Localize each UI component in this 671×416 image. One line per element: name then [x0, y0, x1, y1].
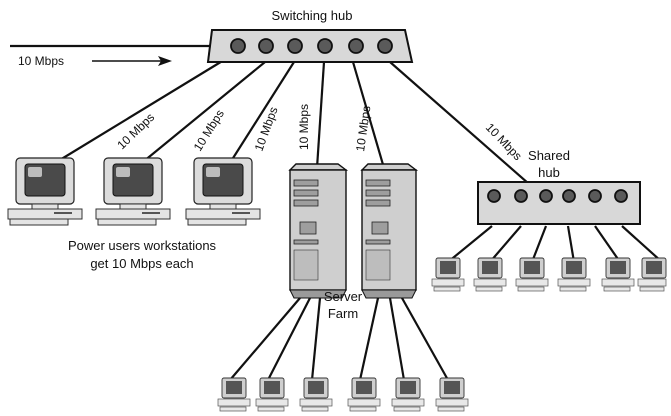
client-pc-icon [515, 257, 549, 292]
server-farm-label: Server [324, 289, 363, 304]
server-farm-label: Farm [328, 306, 358, 321]
switch-connections [49, 59, 546, 199]
server-icon [360, 163, 419, 299]
arrow-right-icon [158, 56, 172, 66]
client-pc-icon [601, 257, 635, 292]
hub-port [588, 189, 602, 203]
server-client-connections [229, 297, 449, 381]
client-pc-icon [299, 377, 333, 412]
client-pc-icon [435, 377, 469, 412]
workstation-icon [185, 157, 261, 226]
server-icon [288, 163, 349, 299]
link-speed-label: 10 Mbps [114, 110, 157, 152]
client-pc-icon [391, 377, 425, 412]
link-speed-label: 10 Mbps [483, 120, 525, 163]
shared-hub [477, 181, 641, 225]
link-speed-label: 10 Mbps [252, 105, 281, 153]
link-speed-label: 10 Mbps [191, 107, 227, 153]
shared-hub-label: Shared [528, 148, 570, 163]
hub-port [487, 189, 501, 203]
switch-port [230, 38, 246, 54]
switching-hub [206, 29, 414, 63]
switch-port [377, 38, 393, 54]
hub-port [514, 189, 528, 203]
hub-port [562, 189, 576, 203]
client-pc-icon [347, 377, 381, 412]
client-pc-icon [217, 377, 251, 412]
switching-hub-title: Switching hub [272, 8, 353, 23]
client-pc-icon [473, 257, 507, 292]
shared-hub-label: hub [538, 165, 560, 180]
client-pc-icon [431, 257, 465, 292]
power-users-caption: Power users workstations [68, 238, 217, 253]
hub-port [614, 189, 628, 203]
client-pc-icon [557, 257, 591, 292]
switch-port [317, 38, 333, 54]
workstation-icon [7, 157, 83, 226]
uplink-speed-label: 10 Mbps [18, 54, 64, 68]
uplink: 10 Mbps [10, 44, 212, 68]
hub-port [539, 189, 553, 203]
shared-hub-connections [447, 225, 663, 263]
power-users-caption: get 10 Mbps each [90, 256, 193, 271]
link-speed-label: 10 Mbps [297, 104, 311, 150]
switch-port [287, 38, 303, 54]
workstation-icon [95, 157, 171, 226]
switch-port [258, 38, 274, 54]
client-pc-icon [637, 257, 667, 292]
client-pc-icon [255, 377, 289, 412]
switch-port [348, 38, 364, 54]
link-speed-label: 10 Mbps [353, 105, 373, 153]
